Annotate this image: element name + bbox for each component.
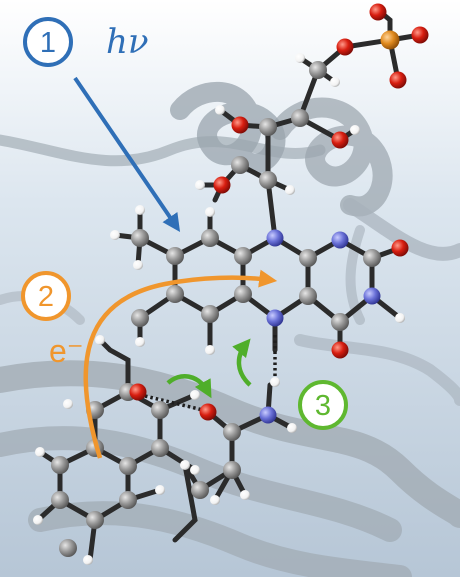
nitrogen-atoms	[259, 229, 381, 424]
phosphorus-atom	[380, 30, 400, 50]
step-2-badge: 2	[21, 271, 71, 321]
proton-transfer-arrow-right	[232, 338, 252, 387]
proton-transfer-arrow-left	[166, 374, 212, 399]
oxygen-atoms	[129, 3, 429, 421]
atoms	[33, 3, 429, 565]
step-1-badge: 1	[23, 17, 73, 67]
hydrogen-bonds	[144, 335, 277, 412]
photon-energy-label: hν	[106, 22, 149, 62]
svg-text:3: 3	[315, 390, 331, 422]
step-3-badge: 3	[298, 380, 348, 430]
electron-transfer-arrow	[83, 269, 278, 459]
svg-text:1: 1	[40, 27, 56, 59]
svg-text:2: 2	[38, 281, 54, 313]
electron-label: e⁻	[49, 333, 84, 369]
light-absorption-arrow	[73, 76, 181, 232]
carbon-atoms	[51, 61, 381, 557]
